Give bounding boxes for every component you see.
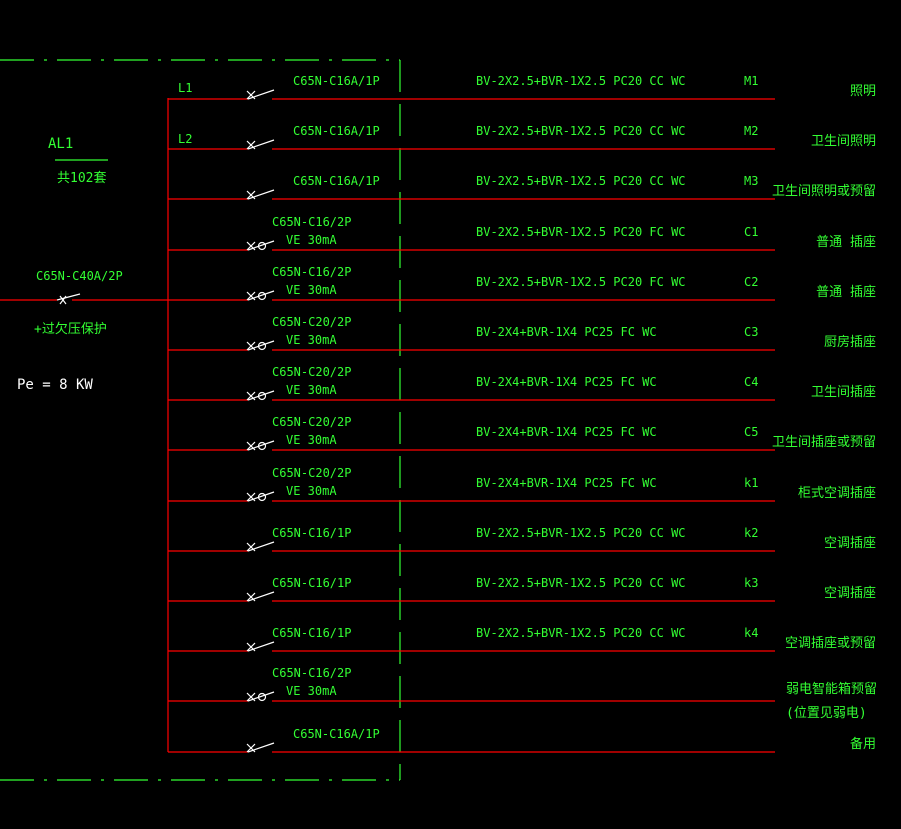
rcd-label: VE 30mA: [286, 333, 337, 347]
breaker-symbol: [246, 691, 275, 702]
breaker-label: C65N-C16/2P: [272, 215, 352, 229]
cable-spec: BV-2X2.5+BVR-1X2.5 PC20 FC WC: [476, 225, 686, 239]
breaker-symbol: [246, 491, 275, 502]
rcd-label: VE 30mA: [286, 433, 337, 447]
breaker-label: C65N-C16/1P: [272, 526, 352, 540]
breaker-label: C65N-C16/1P: [272, 576, 352, 590]
breaker-label: C65N-C16A/1P: [293, 174, 380, 188]
breaker-label: C65N-C20/2P: [272, 365, 352, 379]
breaker-label: C65N-C16/2P: [272, 265, 352, 279]
circuit-lines: [168, 89, 775, 753]
main-breaker-label: C65N-C40A/2P: [36, 269, 123, 283]
breaker-label: C65N-C16A/1P: [293, 124, 380, 138]
load-description: 卫生间插座: [810, 385, 876, 400]
circuit-id: k4: [744, 626, 759, 640]
circuit-id: M1: [744, 74, 759, 88]
breaker-symbol: [246, 440, 275, 451]
breaker-label: C65N-C16/2P: [272, 666, 352, 680]
cable-spec: BV-2X2.5+BVR-1X2.5 PC20 CC WC: [476, 74, 686, 88]
circuit-id: C3: [744, 325, 759, 339]
load-description: 空调插座: [823, 586, 876, 601]
circuit-id: M3: [744, 174, 759, 188]
load-description: 柜式空调插座: [797, 486, 876, 501]
load-description: 照明: [849, 84, 876, 99]
breaker-label: C65N-C20/2P: [272, 315, 352, 329]
cable-spec: BV-2X2.5+BVR-1X2.5 PC20 CC WC: [476, 124, 686, 138]
breaker-label: C65N-C16A/1P: [293, 727, 380, 741]
load-description: 空调插座: [823, 536, 876, 551]
protection-note: +过欠压保护: [34, 322, 107, 337]
breaker-label: C65N-C16/1P: [272, 626, 352, 640]
circuit-id: M2: [744, 124, 759, 138]
breaker-symbol: [246, 641, 275, 652]
load-description: 普通 插座: [816, 235, 876, 250]
phase-label-l2: L2: [178, 132, 193, 146]
phase-label-l1: L1: [178, 81, 193, 95]
load-description: 普通 插座: [816, 285, 876, 300]
cable-spec: BV-2X4+BVR-1X4 PC25 FC WC: [476, 325, 657, 339]
cable-spec: BV-2X4+BVR-1X4 PC25 FC WC: [476, 476, 657, 490]
breaker-symbol: [246, 340, 275, 351]
load-description: 卫生间照明: [810, 134, 876, 149]
cable-spec: BV-2X2.5+BVR-1X2.5 PC20 CC WC: [476, 174, 686, 188]
cable-spec: BV-2X2.5+BVR-1X2.5 PC20 FC WC: [476, 275, 686, 289]
rcd-label: VE 30mA: [286, 684, 337, 698]
rcd-label: VE 30mA: [286, 233, 337, 247]
power-rating: Pe = 8 KW: [17, 377, 93, 393]
breaker-label: C65N-C20/2P: [272, 415, 352, 429]
circuit-id: C1: [744, 225, 759, 239]
rcd-label: VE 30mA: [286, 283, 337, 297]
cable-spec: BV-2X2.5+BVR-1X2.5 PC20 CC WC: [476, 576, 686, 590]
load-description: 卫生间照明或预留: [771, 184, 876, 199]
breaker-symbol: [246, 240, 275, 251]
breaker-symbol: [246, 89, 275, 100]
load-description: 弱电智能箱预留: [786, 682, 878, 697]
circuit-id: C4: [744, 375, 759, 389]
load-description: 厨房插座: [823, 335, 876, 350]
breaker-symbol: [246, 290, 275, 301]
breaker-symbol: [246, 139, 275, 150]
cable-spec: BV-2X4+BVR-1X4 PC25 FC WC: [476, 375, 657, 389]
circuit-id: k3: [744, 576, 759, 590]
load-description: 备用: [849, 737, 876, 752]
circuit-id: k1: [744, 476, 759, 490]
rcd-label: VE 30mA: [286, 484, 337, 498]
load-description-note: (位置见弱电): [786, 706, 867, 721]
cable-spec: BV-2X2.5+BVR-1X2.5 PC20 CC WC: [476, 626, 686, 640]
breaker-label: C65N-C20/2P: [272, 466, 352, 480]
circuit-id: k2: [744, 526, 759, 540]
breaker-symbol: [246, 541, 275, 552]
main-breaker-symbol: [56, 293, 81, 305]
cable-spec: BV-2X4+BVR-1X4 PC25 FC WC: [476, 425, 657, 439]
circuit-id: C5: [744, 425, 759, 439]
incoming-feeder: [0, 98, 169, 752]
circuit-id: C2: [744, 275, 759, 289]
breaker-symbol: [246, 390, 275, 401]
breaker-symbol: [246, 742, 275, 753]
load-description: 空调插座或预留: [784, 636, 876, 651]
load-description: 卫生间插座或预留: [771, 435, 876, 450]
breaker-symbol: [246, 591, 275, 602]
panel-enclosure: [0, 59, 401, 781]
panel-quantity: 共102套: [57, 171, 107, 186]
breaker-symbol: [246, 189, 275, 200]
breaker-label: C65N-C16A/1P: [293, 74, 380, 88]
cable-spec: BV-2X2.5+BVR-1X2.5 PC20 CC WC: [476, 526, 686, 540]
rcd-label: VE 30mA: [286, 383, 337, 397]
panel-name: AL1: [48, 136, 74, 152]
